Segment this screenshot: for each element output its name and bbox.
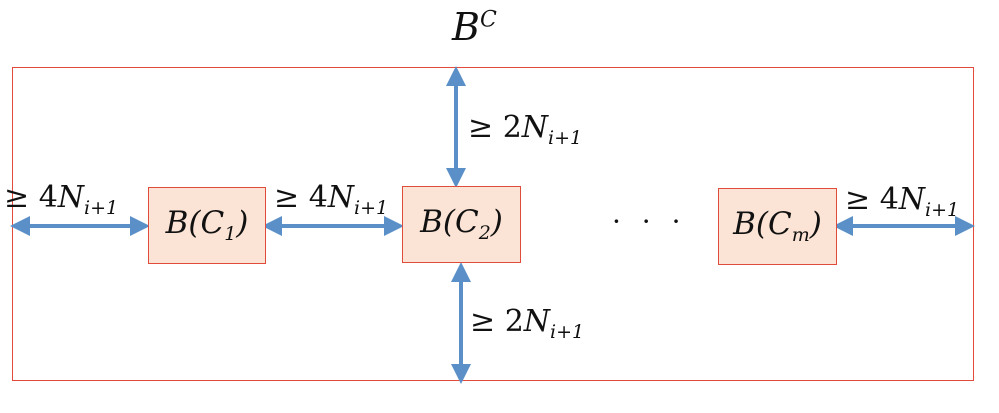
label-left-outer-coef: 4: [38, 180, 58, 215]
label-between-var: N: [327, 180, 355, 215]
label-right-outer-sub: i+1: [925, 199, 960, 221]
title-base: B: [452, 5, 480, 49]
label-bottom-sub: i+1: [550, 321, 585, 343]
box-c2-pre: B(C: [420, 204, 479, 241]
label-left-outer: ≥ 4Ni+1: [4, 183, 118, 218]
label-right-outer-rel: ≥: [845, 182, 871, 217]
region-box-c2: B(C2): [402, 186, 521, 263]
label-bottom-rel: ≥: [470, 304, 496, 339]
box-c2-post: ): [490, 204, 503, 241]
label-between-rel: ≥: [274, 180, 300, 215]
label-top-coef: 2: [502, 110, 522, 145]
title-superscript: C: [479, 7, 497, 33]
label-right-outer-var: N: [898, 182, 926, 217]
box-c2-sub: 2: [478, 222, 491, 245]
diagram-title: BC: [452, 8, 497, 46]
label-right-outer-coef: 4: [879, 182, 899, 217]
box-c1-pre: B(C: [165, 205, 225, 242]
label-top-rel: ≥: [468, 110, 494, 145]
region-box-c1: B(C1): [148, 187, 266, 264]
label-between-coef: 4: [308, 180, 328, 215]
label-left-outer-var: N: [57, 180, 85, 215]
label-left-outer-sub: i+1: [84, 197, 119, 219]
label-bottom: ≥ 2Ni+1: [470, 307, 584, 342]
box-cm-sub: m: [791, 224, 810, 247]
label-top: ≥ 2Ni+1: [468, 113, 582, 148]
label-bottom-var: N: [523, 304, 551, 339]
label-bottom-coef: 2: [504, 304, 524, 339]
box-c1-post: ): [236, 205, 249, 242]
label-top-var: N: [521, 110, 549, 145]
label-between-sub: i+1: [354, 197, 389, 219]
region-box-cm: B(Cm): [718, 188, 837, 265]
box-cm-pre: B(C: [733, 206, 792, 243]
ellipsis: · · ·: [612, 205, 687, 238]
label-left-outer-rel: ≥: [4, 180, 30, 215]
label-top-sub: i+1: [548, 127, 583, 149]
label-right-outer: ≥ 4Ni+1: [845, 185, 959, 220]
box-cm-post: ): [809, 206, 822, 243]
label-between-1-2: ≥ 4Ni+1: [274, 183, 388, 218]
box-c1-sub: 1: [224, 223, 237, 246]
